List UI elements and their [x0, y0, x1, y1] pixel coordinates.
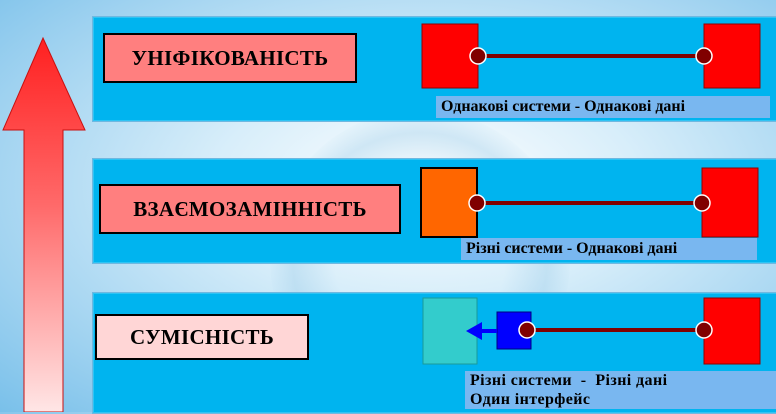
row1-left-node: [469, 47, 487, 65]
row1-right-node: [695, 47, 713, 65]
row3-caption: Різні системи - Різні дані Один інтерфей…: [465, 371, 776, 409]
row3-caption-line2: Один інтерфейс: [470, 391, 591, 408]
row2-connector: [420, 167, 759, 238]
level-label-unification: УНІФІКОВАНІСТЬ: [103, 33, 357, 83]
row3-right-node: [695, 321, 713, 339]
row2-right-system-block: [701, 167, 759, 238]
row1-caption: Однакові системи - Однакові дані: [436, 96, 770, 118]
level-label-compatibility: СУМІСНІСТЬ: [95, 314, 309, 360]
row3-caption-line1: Різні системи - Різні дані: [470, 372, 668, 389]
row2-caption: Різні системи - Однакові дані: [461, 238, 757, 260]
level-label-interchangeability: ВЗАЄМОЗАМІННІСТЬ: [99, 184, 401, 234]
row2-left-node: [468, 194, 486, 212]
row1-right-system-block: [703, 23, 761, 89]
up-arrow-icon: [2, 36, 86, 412]
row2-left-system-block: [420, 167, 478, 238]
row3-interface-arrow-head: [466, 322, 482, 340]
row2-right-node: [693, 194, 711, 212]
row1-connector: [421, 23, 761, 89]
row3-interface-node: [518, 321, 536, 339]
row3-connector: [422, 297, 761, 365]
row1-left-system-block: [421, 23, 479, 89]
